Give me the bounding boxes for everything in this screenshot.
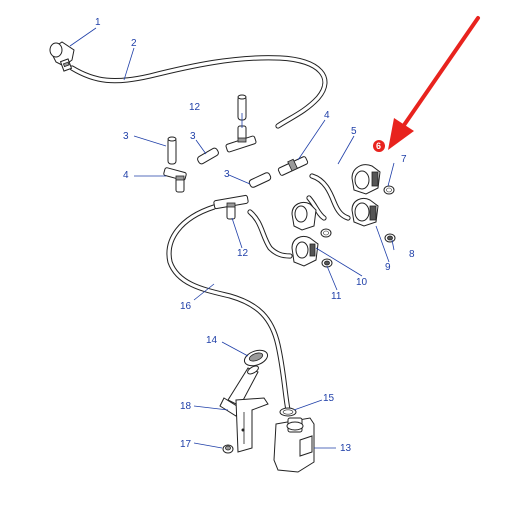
callout-13[interactable]: 13	[340, 443, 352, 454]
callout-11[interactable]: 11	[331, 291, 342, 302]
washer-pump-9[interactable]	[351, 197, 379, 227]
callout-5[interactable]: 5	[351, 126, 357, 137]
callout-3-mid[interactable]: 3	[190, 131, 196, 142]
straight-tube-top[interactable]	[237, 94, 247, 121]
callout-1[interactable]: 1	[95, 17, 101, 28]
tee-connector-12-upper[interactable]	[225, 125, 257, 153]
callout-8[interactable]: 8	[409, 249, 415, 260]
callout-17[interactable]: 17	[180, 439, 192, 450]
callout-9[interactable]: 9	[385, 262, 391, 273]
callout-2[interactable]: 2	[131, 38, 137, 49]
valve-lower-left[interactable]	[291, 235, 319, 267]
hose-clamp-15[interactable]	[279, 407, 297, 417]
seal-ring-7[interactable]	[383, 185, 395, 195]
callout-4-left[interactable]: 4	[123, 170, 129, 181]
seal-ring-8[interactable]	[384, 233, 396, 243]
straight-tube-3-lower[interactable]	[248, 172, 272, 189]
washer-pump-6[interactable]	[351, 164, 381, 195]
leader-lines	[69, 27, 395, 449]
seal-ring-10[interactable]	[320, 228, 332, 238]
callout-3-lower[interactable]: 3	[224, 169, 230, 180]
callout-10[interactable]: 10	[356, 277, 368, 288]
tee-connector-12-lower[interactable]	[213, 194, 249, 220]
callout-18[interactable]: 18	[180, 401, 192, 412]
hose-short-upper[interactable]	[306, 195, 327, 221]
seal-ring-11[interactable]	[321, 258, 333, 268]
elbow-4-left[interactable]	[163, 167, 187, 193]
highlight-arrow	[388, 16, 480, 150]
straight-tube-3-left[interactable]	[167, 136, 177, 165]
hose-16[interactable]	[166, 204, 291, 413]
filler-neck-18[interactable]	[219, 364, 260, 417]
callout-7[interactable]: 7	[401, 154, 407, 165]
callout-16[interactable]: 16	[180, 301, 192, 312]
screw-17[interactable]	[222, 444, 234, 454]
valve-upper-left[interactable]	[291, 201, 317, 231]
callout-12-lower[interactable]: 12	[237, 248, 249, 259]
callout-12-upper[interactable]: 12	[189, 102, 201, 113]
callout-labels: 1 2 3 3 3 4 4 5 6 7 8 9 10 11 12 12 13 1…	[95, 17, 415, 454]
callout-6-highlight[interactable]: 6	[373, 140, 385, 152]
callout-4-right[interactable]: 4	[324, 110, 330, 121]
reservoir-cap-14[interactable]	[242, 347, 269, 368]
callout-6[interactable]: 6	[376, 141, 381, 151]
callout-14[interactable]: 14	[206, 335, 218, 346]
elbow-4-right[interactable]	[277, 156, 309, 176]
washer-reservoir-13[interactable]	[273, 417, 315, 473]
hose-5[interactable]	[309, 173, 351, 221]
hose-short-lower[interactable]	[247, 209, 293, 259]
callout-15[interactable]: 15	[323, 393, 335, 404]
straight-tube-3-mid[interactable]	[196, 147, 219, 165]
mounting-bracket-18[interactable]	[235, 397, 269, 453]
elbow-connector-1[interactable]	[49, 41, 75, 72]
hose-2[interactable]	[69, 55, 328, 129]
callout-3-left[interactable]: 3	[123, 131, 129, 142]
